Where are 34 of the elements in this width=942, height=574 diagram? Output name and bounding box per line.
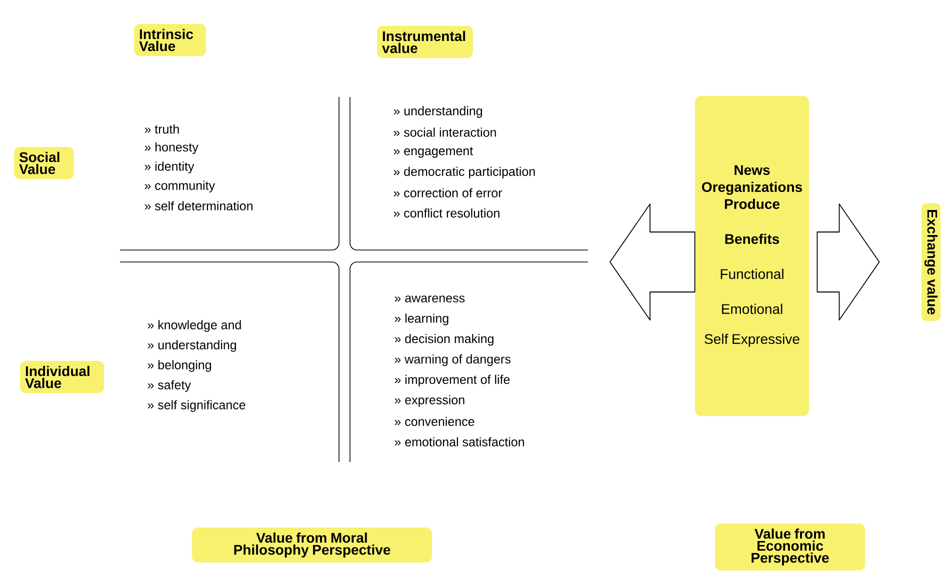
highlighted-heading: Instrumental value: [377, 26, 473, 58]
benefits-band: News Oreganizations Produce Benefits Functional Emotional Self Expressive: [695, 96, 809, 416]
highlighted-caption: Value from Moral Philosophy Perspective: [192, 527, 432, 563]
list-item: » self significance: [148, 400, 246, 412]
list-item: » engagement: [394, 147, 474, 158]
block-arrow: [610, 204, 696, 320]
list-item: » understanding: [394, 106, 482, 118]
list-item: » convenience: [394, 416, 474, 426]
list-item: » learning: [394, 314, 448, 326]
list-item: » social interaction: [394, 128, 496, 137]
list-item: » awareness: [394, 296, 465, 302]
list-item: » self determination: [144, 201, 252, 210]
highlighted-caption: Value from Economic Perspective: [715, 523, 865, 571]
highlighted-heading: Individual Value: [20, 360, 104, 394]
list-item: » decision making: [394, 334, 494, 346]
list-item: » emotional satisfaction: [394, 437, 524, 446]
highlighted-heading: Exchange value: [921, 203, 941, 321]
list-item: » understanding: [148, 340, 236, 352]
list-item: » honesty: [144, 142, 198, 154]
list-item: » identity: [144, 162, 194, 174]
list-item: » improvement of life: [394, 374, 510, 386]
list-item: » democratic participation: [394, 166, 535, 178]
list-item: » safety: [148, 380, 191, 392]
highlighted-heading: Social Value: [14, 146, 74, 180]
list-item: » expression: [394, 395, 464, 407]
list-item: » knowledge and: [148, 320, 241, 332]
list-item: » conflict resolution: [394, 208, 500, 218]
list-item: » truth: [144, 124, 179, 134]
list-item: » belonging: [148, 360, 212, 372]
list-item: » warning of dangers: [394, 354, 510, 366]
list-item: » community: [144, 180, 216, 192]
list-item: » correction of error: [394, 188, 502, 198]
block-arrow: [816, 204, 880, 320]
highlighted-heading: Intrinsic Value: [134, 24, 206, 56]
